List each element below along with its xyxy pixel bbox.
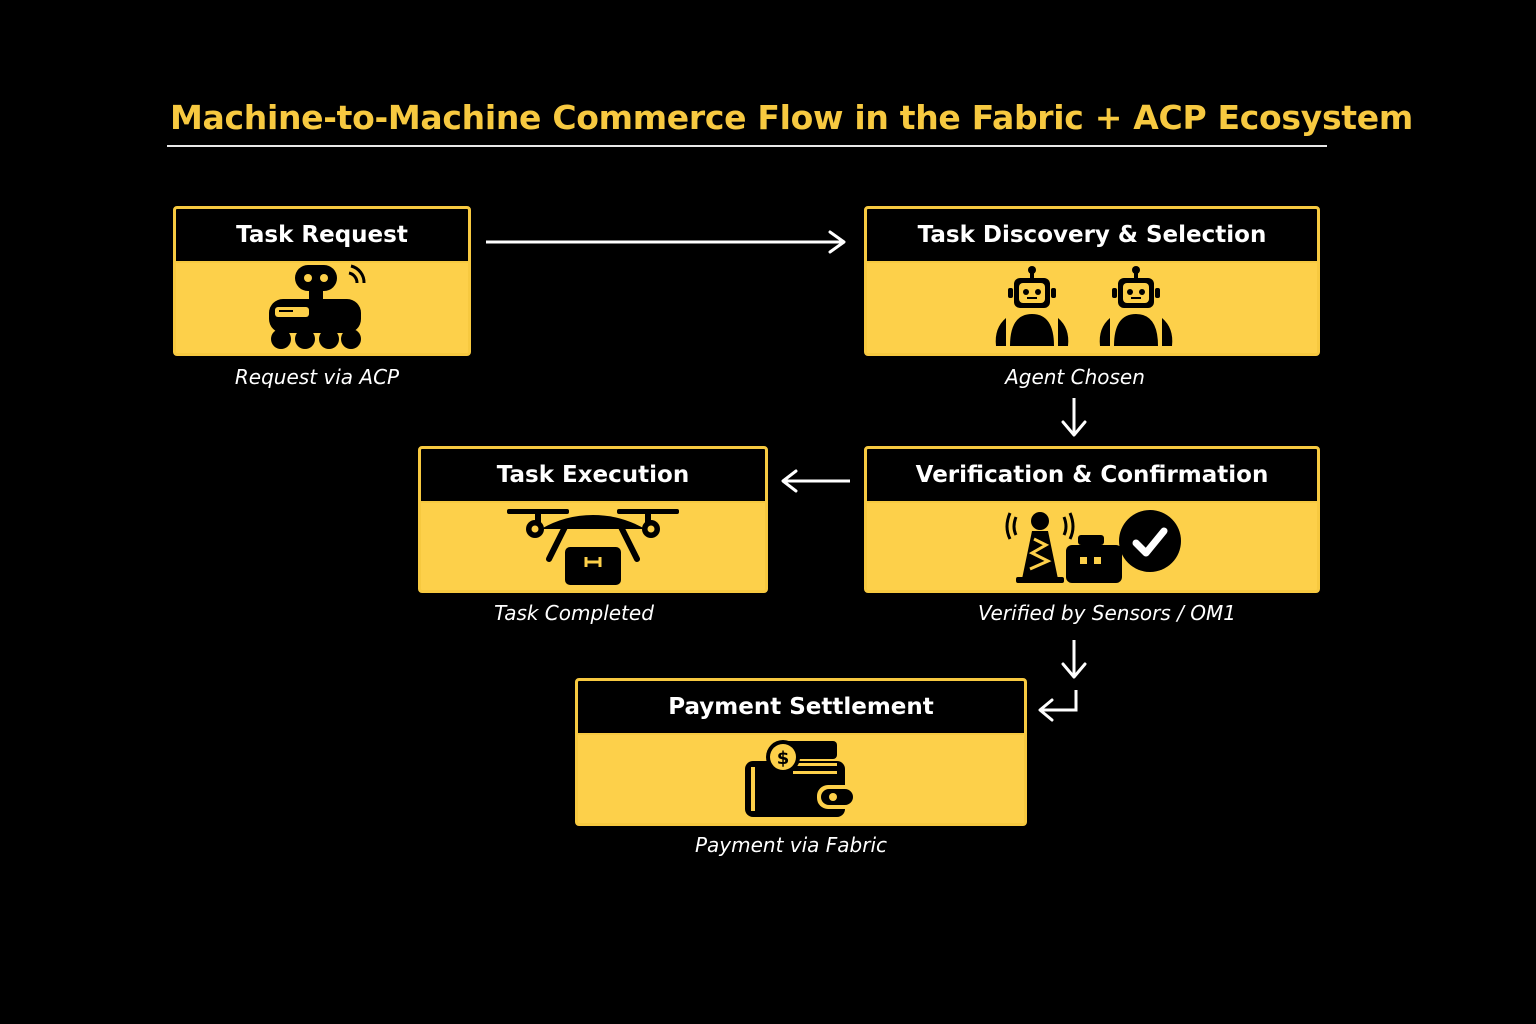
arrow-down <box>1061 398 1087 437</box>
robot-agents-icon <box>995 266 1173 346</box>
step-verification: Verification & Confirmation <box>864 446 1320 593</box>
step-payment: Payment Settlement $ <box>575 678 1027 826</box>
step-title: Task Request <box>176 209 468 263</box>
step-caption: Agent Chosen <box>1005 365 1145 389</box>
sensor-tower-check-icon <box>1005 509 1181 583</box>
step-task-request: Task Request <box>173 206 471 356</box>
step-title: Task Execution <box>421 449 765 503</box>
step-caption: Verified by Sensors / OM1 <box>978 601 1236 625</box>
arrow-right <box>486 230 846 254</box>
diagram-title: Machine-to-Machine Commerce Flow in the … <box>170 98 1413 137</box>
step-task-discovery: Task Discovery & Selection <box>864 206 1320 356</box>
delivery-drone-icon <box>507 508 679 585</box>
arrow-down-2 <box>1061 640 1087 679</box>
arrow-return-left <box>1038 690 1078 722</box>
step-title: Verification & Confirmation <box>867 449 1317 503</box>
step-caption: Request via ACP <box>234 365 400 389</box>
step-title: Payment Settlement <box>578 681 1024 735</box>
step-caption: Payment via Fabric <box>694 833 888 857</box>
wallet-coin-icon: $ <box>745 740 857 817</box>
arrow-left <box>781 469 850 493</box>
step-task-execution: Task Execution <box>418 446 768 593</box>
robot-rover-icon <box>269 264 366 349</box>
step-caption: Task Completed <box>494 601 654 625</box>
svg-text:$: $ <box>777 748 790 769</box>
step-title: Task Discovery & Selection <box>867 209 1317 263</box>
title-underline <box>167 145 1327 147</box>
